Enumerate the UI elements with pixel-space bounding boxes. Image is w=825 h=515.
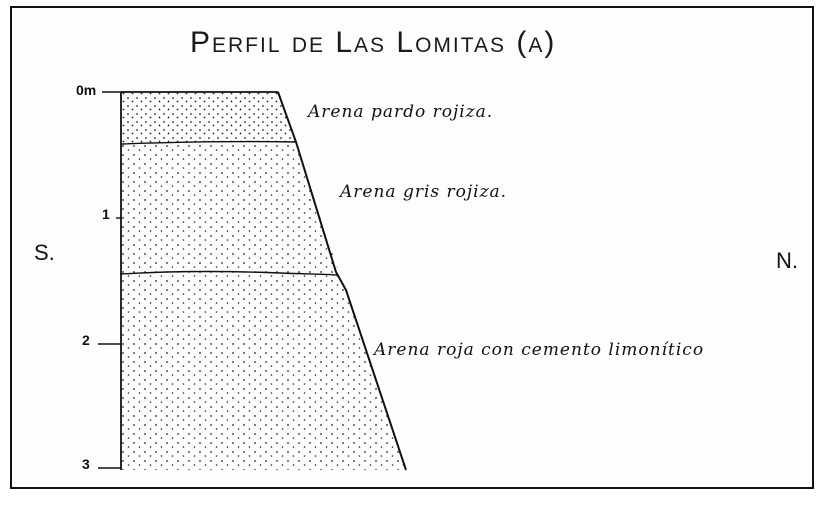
figure-title: Perfil de Las Lomitas (a) (190, 26, 557, 59)
depth-tick-1: 1 (102, 206, 110, 222)
depth-tick-0: 0m (76, 82, 97, 98)
layer-label-3: Arena roja con cemento limonítico (374, 340, 705, 360)
north-label: N. (776, 248, 798, 273)
layer-boundary-1 (120, 140, 297, 145)
layer-fill-1 (121, 92, 406, 144)
depth-tick-3: 3 (82, 456, 90, 472)
layer-label-1: Arena pardo rojiza. (308, 102, 494, 122)
layer-fill-3 (121, 274, 406, 470)
layer-fill-2 (121, 144, 406, 274)
layer-boundary-2 (120, 270, 339, 276)
south-label: S. (34, 240, 55, 265)
slope-profile-line (277, 91, 407, 471)
layer-label-2: Arena gris rojiza. (340, 182, 508, 202)
depth-tick-2: 2 (82, 332, 90, 348)
